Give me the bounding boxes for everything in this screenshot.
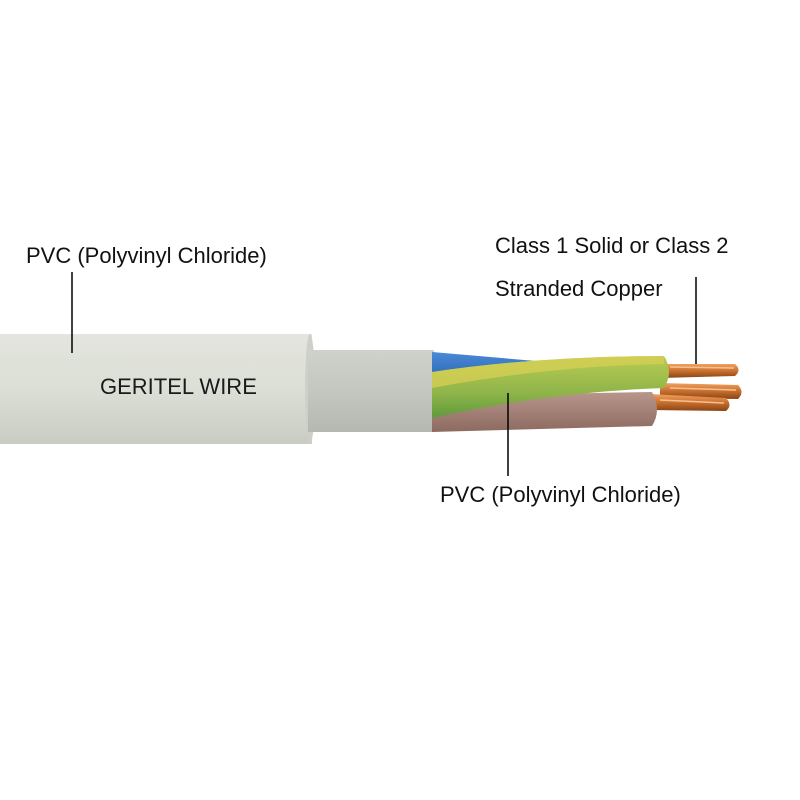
conductor-label-line2: Stranded Copper bbox=[495, 276, 663, 301]
outer-sheath bbox=[0, 334, 312, 444]
inner-bedding bbox=[308, 350, 434, 432]
brand-print: GERITEL WIRE bbox=[100, 374, 257, 399]
copper-conductors bbox=[650, 364, 742, 411]
outer-sheath-label: PVC (Polyvinyl Chloride) bbox=[26, 243, 267, 268]
conductor-label-line1: Class 1 Solid or Class 2 bbox=[495, 233, 729, 258]
core-yellow-stripe bbox=[432, 356, 664, 388]
insulation-label: PVC (Polyvinyl Chloride) bbox=[440, 482, 681, 507]
